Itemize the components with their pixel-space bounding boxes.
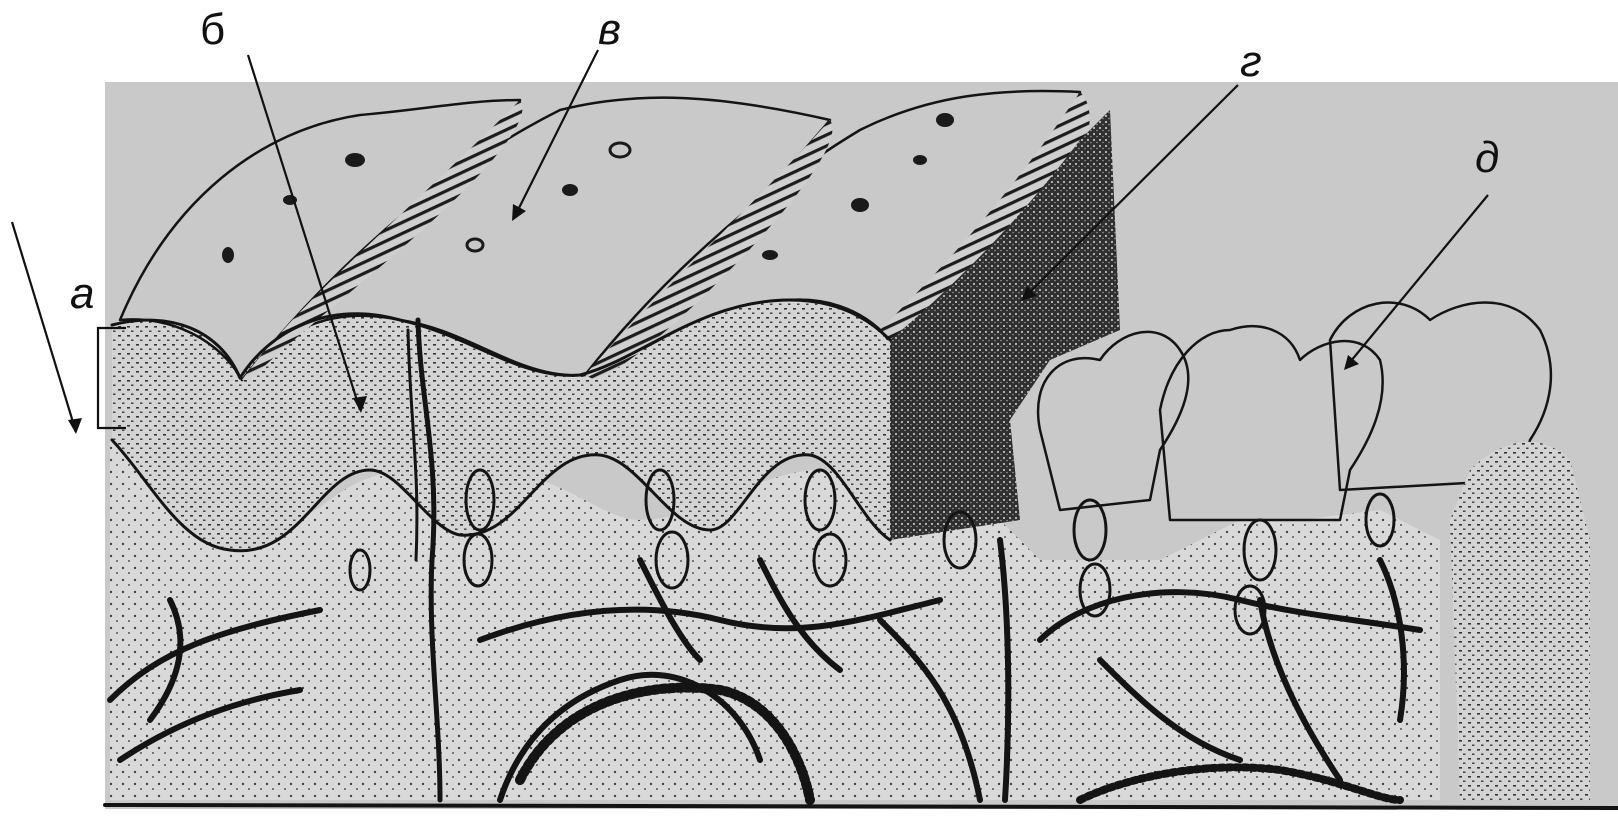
- leader-a: [12, 222, 76, 432]
- label-b: б: [200, 5, 225, 54]
- arrowhead-a: [68, 418, 82, 434]
- label-g: г: [1240, 37, 1262, 86]
- label-a: а: [70, 269, 94, 318]
- label-v: в: [598, 5, 621, 54]
- label-d: д: [1475, 133, 1499, 182]
